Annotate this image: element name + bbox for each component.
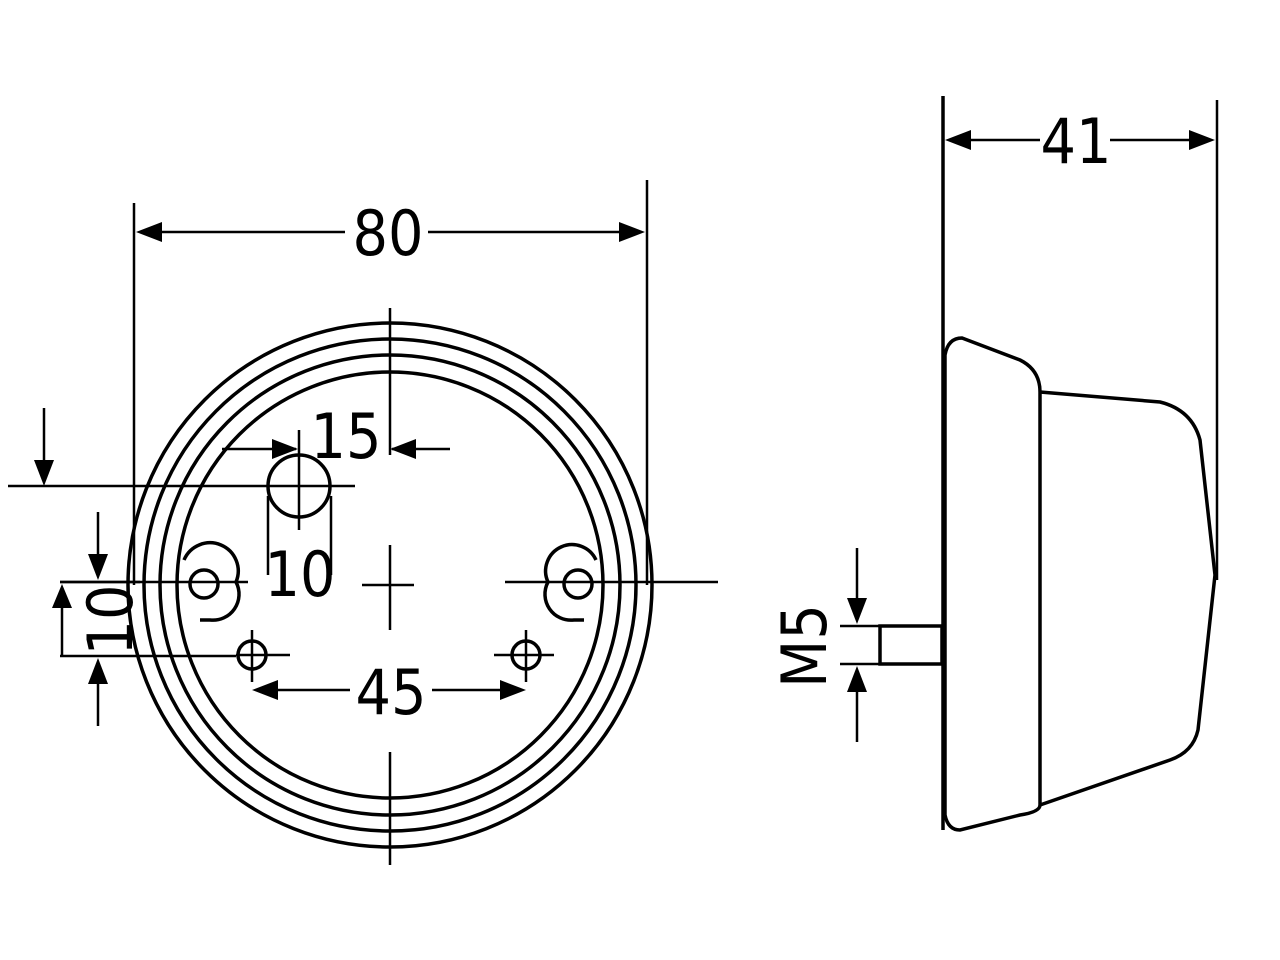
housing-front xyxy=(943,336,1042,832)
side-view: M5 41 xyxy=(768,96,1219,832)
hole-ref-arrow xyxy=(34,460,54,486)
side-dim-inner-arrow xyxy=(52,584,72,608)
left-lug-hole xyxy=(188,568,220,600)
dim-80-arrow-left xyxy=(136,222,162,242)
right-lug-body xyxy=(543,542,598,622)
right-lug-hole xyxy=(562,568,594,600)
m5-arrow-bottom xyxy=(847,666,867,692)
side-dim-arrow-bottom xyxy=(88,658,108,684)
dim-15-arrow-right xyxy=(390,439,416,459)
front-dimensions: 80 15 10 10 45 xyxy=(8,180,649,729)
dim-41-arrow-left xyxy=(945,130,971,150)
m5-arrow-top xyxy=(847,598,867,624)
housing-rear xyxy=(1039,390,1217,807)
dim-15-label: 15 xyxy=(311,400,382,473)
m5-stud xyxy=(878,624,944,666)
dim-side-height-label: 10 xyxy=(74,585,147,656)
dim-45-arrow-left xyxy=(252,680,278,700)
dim-15-arrow-left xyxy=(272,439,298,459)
side-dim-arrow-top xyxy=(88,554,108,580)
left-lug-body xyxy=(182,541,241,622)
dim-m5-label: M5 xyxy=(768,604,841,688)
dim-80-label: 80 xyxy=(353,197,424,270)
dim-80-arrow-right xyxy=(619,222,645,242)
dim-45-label: 45 xyxy=(356,656,427,729)
front-view xyxy=(60,308,718,865)
dim-41-arrow-right xyxy=(1189,130,1215,150)
dim-41-label: 41 xyxy=(1041,105,1112,178)
dim-45-arrow-right xyxy=(500,680,526,700)
dim-hole-size-label: 10 xyxy=(265,538,336,611)
